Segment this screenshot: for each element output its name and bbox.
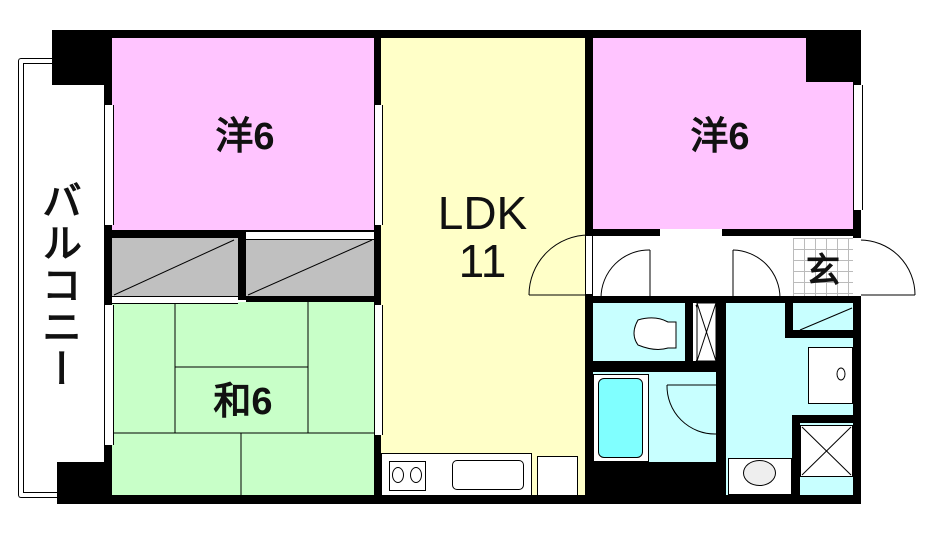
window-western-2 [853,85,863,210]
room-ldk-size: 11 [458,235,507,287]
balcony-label: バルコニー [36,180,80,390]
wall-corner-tl [52,30,108,85]
room-western-2-label: 洋6 [690,116,750,158]
room-ldk [380,37,585,497]
wall-corner-tr [806,30,860,82]
entrance-label: 玄 [806,252,840,290]
room-western-1 [112,37,374,230]
sink [452,460,524,490]
window-western-1 [104,105,114,225]
ldk-door-opening [585,236,593,294]
window-ldk-west-2 [374,305,383,435]
wall-top [52,30,860,38]
hallway [593,238,793,296]
wall-bottom [57,495,860,504]
balcony [18,58,63,498]
window-ldk-west [374,105,383,225]
closet-door-2 [246,231,374,240]
room-japanese-label: 和6 [213,381,273,423]
fridge [537,456,578,496]
window-japanese [104,305,114,445]
bathtub-basin [598,378,643,458]
room-western-1-label: 洋6 [215,116,275,158]
hall-door-opening [660,229,722,236]
washbasin [808,347,853,404]
stove [389,461,426,491]
room-japanese [112,302,374,495]
entrance-door-opening [853,238,861,296]
closet-door-1 [112,296,238,304]
room-ldk-label: LDK [437,187,528,239]
wall-corner-bl [57,462,107,504]
entrance [793,238,853,306]
